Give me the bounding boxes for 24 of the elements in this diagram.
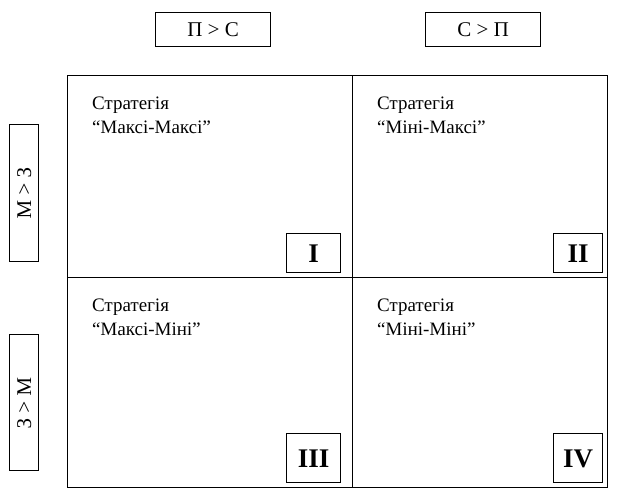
numeral-box — [286, 433, 341, 483]
condition-text: З > М — [12, 376, 36, 428]
quadrant-panel — [67, 75, 353, 278]
strategy-text: Стратегія “Максі-Міні” — [92, 294, 202, 342]
condition-box — [155, 12, 271, 47]
quadrant-panel — [352, 277, 608, 488]
condition-text: С > П — [457, 17, 509, 42]
condition-box — [9, 124, 39, 262]
quadrant-panel — [352, 75, 608, 278]
condition-text: М > З — [12, 167, 36, 219]
quadrant-panel — [67, 277, 353, 488]
strategy-text: Стратегія “Максі-Максі” — [92, 92, 212, 140]
numeral-box — [553, 433, 603, 483]
quadrant-number: IV — [562, 442, 593, 474]
condition-text: П > С — [187, 17, 239, 42]
condition-box — [425, 12, 541, 47]
numeral-box — [286, 233, 341, 273]
strategy-text: Стратегія “Міні-Максі” — [377, 92, 487, 140]
quadrant-number: III — [298, 442, 330, 474]
quadrant-number: I — [308, 238, 319, 268]
strategy-text: Стратегія “Міні-Міні” — [377, 294, 476, 342]
quadrant-number: II — [567, 238, 588, 268]
condition-box — [9, 334, 39, 471]
numeral-box — [553, 233, 603, 273]
